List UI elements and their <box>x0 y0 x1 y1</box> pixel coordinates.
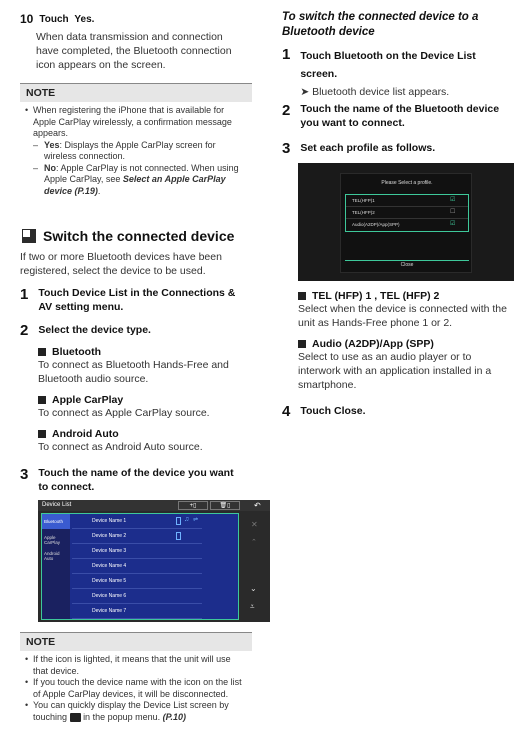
device-row[interactable]: Device Name 7 <box>72 604 202 619</box>
bullet-square-icon <box>298 340 306 348</box>
device-list-frame: Bluetooth Apple CarPlay Android Auto Dev… <box>41 513 239 620</box>
step-instruction: Touch Device List in the Connections & A… <box>38 287 236 313</box>
page-ref-link[interactable]: (P.10) <box>162 711 186 722</box>
profile-row[interactable]: TEL(HFP)2 ☐ <box>346 207 468 219</box>
note-sub-item-yes: Yes: Displays the Apple CarPlay screen f… <box>24 140 248 163</box>
step-10: 10 Touch Yes. When data transmission and… <box>20 12 256 72</box>
dialog-title: Please Select a profile. <box>381 180 433 186</box>
profile-list: TEL(HFP)1 ☑ TEL(HFP)2 ☐ Audio(A2DP)/App(… <box>345 194 469 232</box>
note-item: You can quickly display the Device List … <box>24 700 248 723</box>
step-2: 2 Select the device type. <box>20 322 151 339</box>
screen-header: Device List +▯ 🗑▯ ↶ <box>38 500 270 511</box>
step-number: 10 <box>20 12 34 26</box>
note-box: NOTE When registering the iPhone that is… <box>20 83 252 197</box>
step-1: 1 Touch Device List in the Connections &… <box>20 286 256 314</box>
note-item: If you touch the device name with the ic… <box>24 677 248 700</box>
step-instruction: Touch Bluetooth on the Device List scree… <box>300 50 476 80</box>
note-title: NOTE <box>20 84 252 102</box>
bullet-square-icon <box>38 348 46 356</box>
device-list-key: Device List <box>71 287 128 299</box>
profile-select-screen: Please Select a profile. TEL(HFP)1 ☑ TEL… <box>298 163 514 281</box>
profile-tel: TEL (HFP) 1 , TEL (HFP) 2 Select when th… <box>298 290 507 329</box>
step-number: 2 <box>282 102 291 119</box>
step-instruction: Touch the name of the device you want to… <box>38 467 234 493</box>
step-number: 2 <box>20 322 29 339</box>
bullet-square-icon <box>38 430 46 438</box>
step-number: 1 <box>282 46 291 63</box>
bullet-square-icon <box>298 292 306 300</box>
device-row[interactable]: Device Name 5 <box>72 574 202 589</box>
back-arrow-icon[interactable]: ↶ <box>254 501 261 510</box>
bluetooth-key: Bluetooth <box>333 50 383 62</box>
checkbox-checked-icon[interactable]: ☑ <box>450 221 456 227</box>
checkbox-checked-icon[interactable]: ☑ <box>450 197 456 203</box>
music-note-icon: ♫ <box>184 516 190 523</box>
step-number: 4 <box>282 403 291 420</box>
profile-descriptions: TEL (HFP) 1 , TEL (HFP) 2 Select when th… <box>298 290 514 392</box>
step-3: 3 Touch the name of the device you want … <box>20 466 256 494</box>
delete-device-button[interactable]: 🗑▯ <box>210 501 240 510</box>
step-3: 3 Set each profile as follows. <box>282 140 435 157</box>
profile-audio: Audio (A2DP)/App (SPP) Select to use as … <box>298 338 492 391</box>
device-row[interactable]: Device Name 3 <box>72 544 202 559</box>
section-icon <box>22 229 36 243</box>
phone-icon <box>176 517 181 525</box>
step-instruction: Touch Yes. <box>39 12 94 28</box>
profile-row[interactable]: Audio(A2DP)/App(SPP) ☑ <box>352 221 456 227</box>
step-number: 3 <box>20 466 29 483</box>
step-number: 1 <box>20 286 29 303</box>
chevron-down-icon[interactable]: ⌄ <box>250 584 257 593</box>
step-4: 4 Touch Close. <box>282 403 366 420</box>
note-box-2: NOTE If the icon is lighted, it means th… <box>20 632 252 723</box>
close-button[interactable]: Close <box>345 260 469 270</box>
step-number: 3 <box>282 140 291 157</box>
device-row[interactable]: Device Name 6 <box>72 589 202 604</box>
close-icon[interactable]: ✕ <box>251 520 258 529</box>
note-item: If the icon is lighted, it means that th… <box>24 654 248 677</box>
sidebar-item-android-auto[interactable]: Android Auto <box>44 551 60 561</box>
screen-title: Device List <box>42 502 72 508</box>
bullet-square-icon <box>38 396 46 404</box>
step-suffix: . <box>91 14 95 25</box>
section-intro: If two or more Bluetooth devices have be… <box>20 251 222 277</box>
device-row[interactable]: Device Name 1 <box>72 514 202 529</box>
page-down-icon[interactable]: ⩡ <box>250 602 255 611</box>
device-type-apple-carplay: Apple CarPlay To connect as Apple CarPla… <box>38 394 210 419</box>
step-1: 1 Touch Bluetooth on the Device List scr… <box>282 46 514 99</box>
note-sub-item-no: No: Apple CarPlay is not connected. When… <box>24 163 248 198</box>
device-list-screen: Device List +▯ 🗑▯ ↶ Bluetooth Apple CarP… <box>38 500 270 622</box>
step-result: ➤ Bluetooth device list appears. <box>300 86 450 98</box>
profile-dialog: Please Select a profile. TEL(HFP)1 ☑ TEL… <box>340 173 472 273</box>
step-instruction: Set each profile as follows. <box>300 142 436 154</box>
device-type-list: Bluetooth To connect as Bluetooth Hands-… <box>38 346 250 454</box>
step-instruction: Touch Close. <box>300 405 366 417</box>
sidebar-item-bluetooth[interactable]: Bluetooth <box>42 514 70 529</box>
checkbox-unchecked-icon[interactable]: ☐ <box>450 209 456 215</box>
step-prefix: Touch <box>39 14 69 25</box>
device-row[interactable]: Device Name 4 <box>72 559 202 574</box>
step-body: When data transmission and connection ha… <box>36 31 232 71</box>
profile-row[interactable]: TEL(HFP)1 ☑ <box>346 195 468 207</box>
close-key: Close <box>333 405 363 417</box>
add-device-button[interactable]: +▯ <box>178 501 208 510</box>
device-type-bluetooth: Bluetooth To connect as Bluetooth Hands-… <box>38 346 229 385</box>
carplay-ref-link[interactable]: Select an Apple CarPlay device (P.19) <box>44 174 226 196</box>
note-title: NOTE <box>20 633 252 651</box>
right-heading: To switch the connected device to a Blue… <box>282 11 479 38</box>
app-link-icon: ⇌ <box>193 517 199 523</box>
menu-icon <box>69 712 81 722</box>
phone-icon <box>176 532 181 540</box>
step-instruction: Select the device type. <box>38 324 151 336</box>
yes-key: Yes <box>74 14 92 25</box>
device-type-sidebar: Bluetooth Apple CarPlay Android Auto <box>42 514 70 619</box>
note-item: When registering the iPhone that is avai… <box>24 105 248 140</box>
section-title: Switch the connected device <box>22 228 234 244</box>
device-row[interactable]: Device Name 2 <box>72 529 202 544</box>
step-instruction: Touch the name of the Bluetooth device y… <box>300 103 500 129</box>
sidebar-item-apple-carplay[interactable]: Apple CarPlay <box>44 535 61 545</box>
device-type-android-auto: Android Auto To connect as Android Auto … <box>38 428 203 453</box>
result-arrow-icon: ➤ <box>300 86 313 98</box>
chevron-up-icon[interactable]: ⌃ <box>251 539 257 546</box>
step-2: 2 Touch the name of the Bluetooth device… <box>282 102 514 130</box>
